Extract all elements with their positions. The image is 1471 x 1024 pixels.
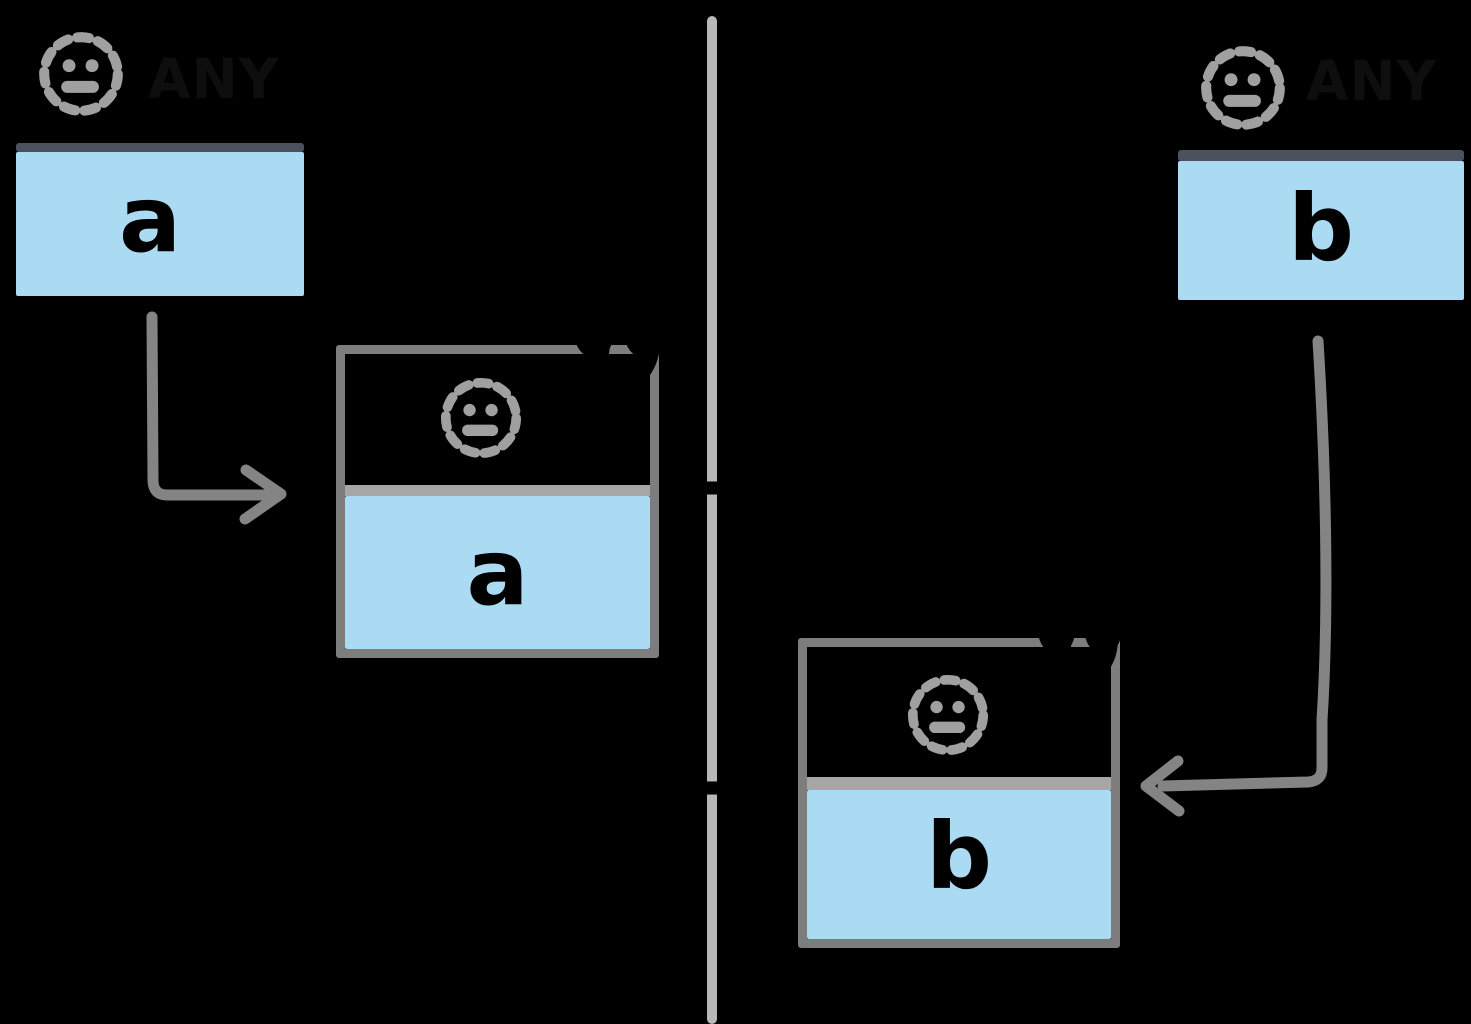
arrow-message-b-to-boundary: [649, 757, 790, 819]
type-header: ANY: [1178, 16, 1464, 150]
message-value: a: [345, 496, 650, 649]
value-letter: a: [118, 166, 182, 273]
type-label: ANY: [1306, 49, 1438, 113]
arrow-source-a-to-message-a: [146, 311, 287, 525]
arrow-message-a-to-boundary: [671, 457, 778, 519]
message-box-b: b: [798, 638, 1120, 948]
message-value: b: [807, 790, 1111, 939]
value-letter: b: [926, 802, 992, 910]
source-box-a: ANY a: [10, 10, 310, 302]
boundary-line: [707, 16, 717, 1024]
arrow-source-b-to-message-b: [1140, 335, 1332, 817]
message-divider: [807, 777, 1111, 790]
double-quote-icon: [574, 306, 664, 392]
value-section: a: [16, 152, 304, 296]
smiley-face-icon: [39, 32, 123, 116]
type-value-divider: [1178, 150, 1464, 161]
smiley-face-icon: [440, 377, 522, 459]
smiley-face-icon: [907, 674, 989, 756]
smiley-face-icon: [1201, 46, 1285, 130]
double-quote-icon: [1038, 606, 1122, 686]
message-divider: [345, 485, 650, 496]
type-value-divider: [16, 143, 304, 152]
type-label: ANY: [148, 47, 280, 111]
value-letter: b: [1288, 174, 1354, 282]
source-box-b: ANY b: [1172, 10, 1470, 306]
value-section: b: [1178, 161, 1464, 300]
type-header: ANY: [16, 16, 304, 143]
message-box-a: a: [336, 345, 659, 658]
value-letter: a: [466, 518, 529, 626]
